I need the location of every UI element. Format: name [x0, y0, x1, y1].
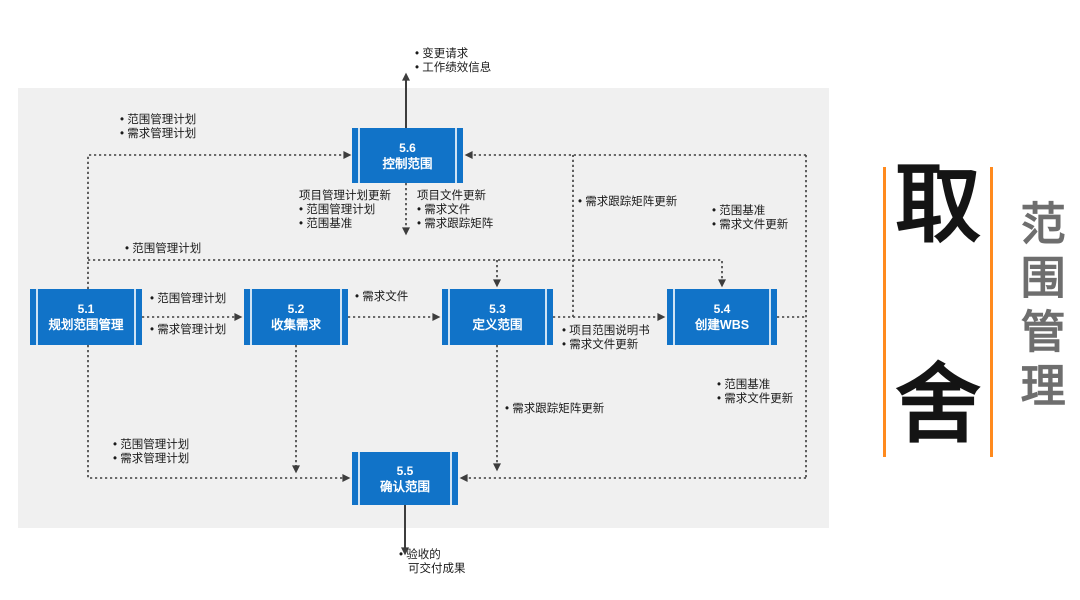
process-code: 5.6 [399, 140, 416, 155]
label-5.3-to-5.5-trace-updates: • 需求跟踪矩阵更新 [505, 403, 605, 415]
label-req-trace-updates-to-5.6: • 需求跟踪矩阵更新 [578, 196, 678, 208]
label-inputs-to-5.6: • 范围管理计划 • 需求管理计划 [120, 114, 197, 140]
process-box-5.6: 5.6 控制范围 [352, 128, 463, 183]
process-box-5.2: 5.2 收集需求 [244, 289, 348, 345]
process-name: 控制范围 [382, 156, 433, 171]
process-name: 创建WBS [694, 318, 750, 332]
accent-line-left [883, 167, 886, 457]
process-box-5.3: 5.3 定义范围 [442, 289, 553, 345]
process-name: 规划范围管理 [48, 318, 124, 332]
label-5.3-to-5.4-outputs: • 项目范围说明书 • 需求文件更新 [562, 325, 650, 351]
label-5.6-pm-plan-updates: 项目管理计划更新 • 范围管理计划 • 范围基准 [299, 190, 391, 230]
process-code: 5.2 [287, 302, 305, 316]
label-5.6-top-outputs: • 变更请求 • 工作绩效信息 [415, 48, 492, 74]
process-name: 确认范围 [379, 479, 430, 494]
process-box-5.4: 5.4 创建WBS [667, 289, 777, 345]
process-name: 定义范围 [472, 318, 523, 332]
process-name: 收集需求 [270, 318, 321, 332]
headline-char-top: 取 [895, 157, 981, 253]
process-code: 5.5 [396, 463, 414, 478]
process-box-5.5: 5.5 确认范围 [352, 452, 458, 505]
label-5.4-to-5.5-outputs: • 范围基准 • 需求文件更新 [717, 379, 794, 405]
label-5.1-to-5.2-req-plan: • 需求管理计划 [150, 324, 227, 336]
label-5.4-to-5.6-outputs: • 范围基准 • 需求文件更新 [712, 205, 789, 231]
process-code: 5.1 [77, 302, 95, 316]
label-5.2-to-5.3-req-docs: • 需求文件 [355, 291, 409, 303]
label-5.6-project-doc-updates: 项目文件更新 • 需求文件 • 需求跟踪矩阵 [417, 190, 494, 230]
vertical-title: 范围管理 [1013, 200, 1065, 416]
process-code: 5.3 [489, 302, 506, 316]
accent-line-right [990, 167, 993, 457]
process-box-5.1: 5.1 规划范围管理 [30, 289, 142, 345]
label-inputs-to-5.5: • 范围管理计划 • 需求管理计划 [113, 439, 190, 465]
label-5.1-to-5.2-scope-plan: • 范围管理计划 [150, 293, 227, 305]
label-scope-mgmt-plan-mid: • 范围管理计划 [125, 243, 202, 255]
headline-char-bottom: 舍 [895, 357, 981, 453]
label-5.5-deliverables: • 验收的 可交付成果 [399, 549, 466, 575]
process-code: 5.4 [713, 302, 731, 316]
